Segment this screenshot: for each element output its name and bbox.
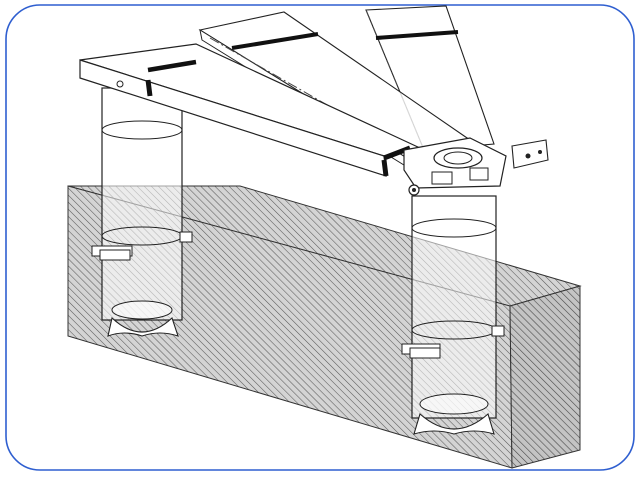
left-column <box>101 87 183 321</box>
right-column <box>411 195 497 419</box>
left-base-cap <box>107 316 179 337</box>
ground-block-side <box>509 285 581 469</box>
right-base-cap <box>413 413 495 435</box>
left-collar <box>91 231 193 261</box>
right-collar <box>401 325 505 359</box>
hinge-bracket <box>511 139 549 169</box>
hinge-assembly <box>403 137 507 196</box>
